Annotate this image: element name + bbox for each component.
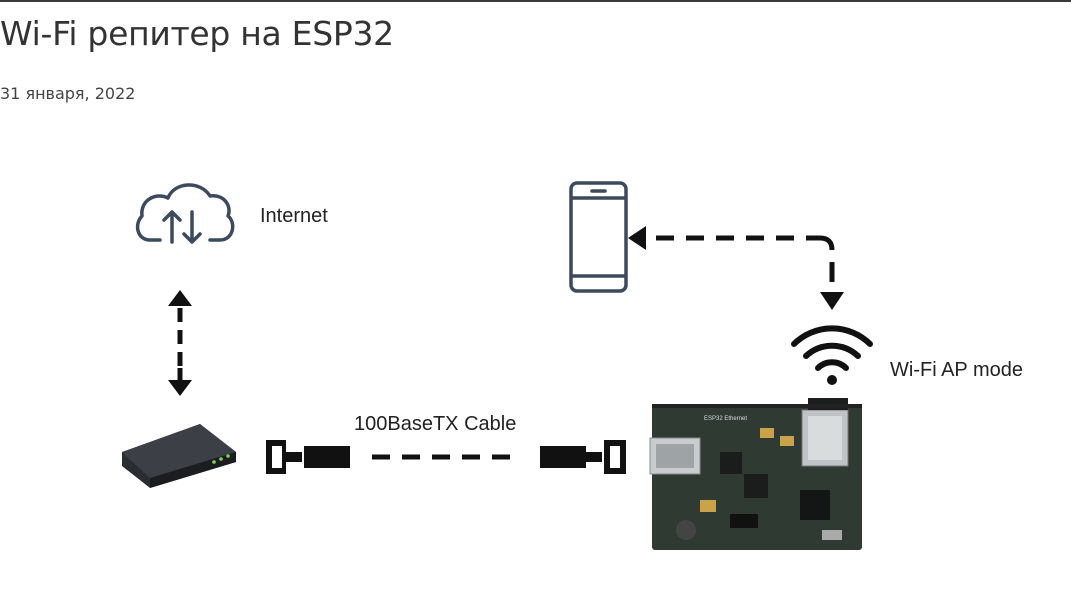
rj45-connector-right-icon	[540, 440, 626, 474]
post-date: 31 января, 2022	[0, 84, 136, 103]
svg-text:ESP32 Ethernet: ESP32 Ethernet	[704, 416, 747, 422]
rj45-connector-left-icon	[266, 440, 350, 474]
esp32-board: ESP32 Ethernet	[649, 398, 862, 550]
top-border	[0, 0, 1071, 2]
router-device	[122, 424, 236, 488]
cloud-upload-download-icon	[135, 183, 235, 244]
wifi-link-arrow	[628, 226, 844, 310]
network-diagram: Internet 100BaseTX Cable	[122, 181, 1023, 550]
wifi-icon	[791, 325, 873, 385]
internet-link-arrow	[168, 290, 192, 396]
cable-label: 100BaseTX Cable	[354, 413, 516, 435]
page-title: Wi-Fi репитер на ESP32	[0, 14, 394, 53]
internet-label: Internet	[260, 205, 328, 227]
wifi-ap-label: Wi-Fi AP mode	[890, 359, 1023, 381]
smartphone-icon	[569, 181, 628, 293]
